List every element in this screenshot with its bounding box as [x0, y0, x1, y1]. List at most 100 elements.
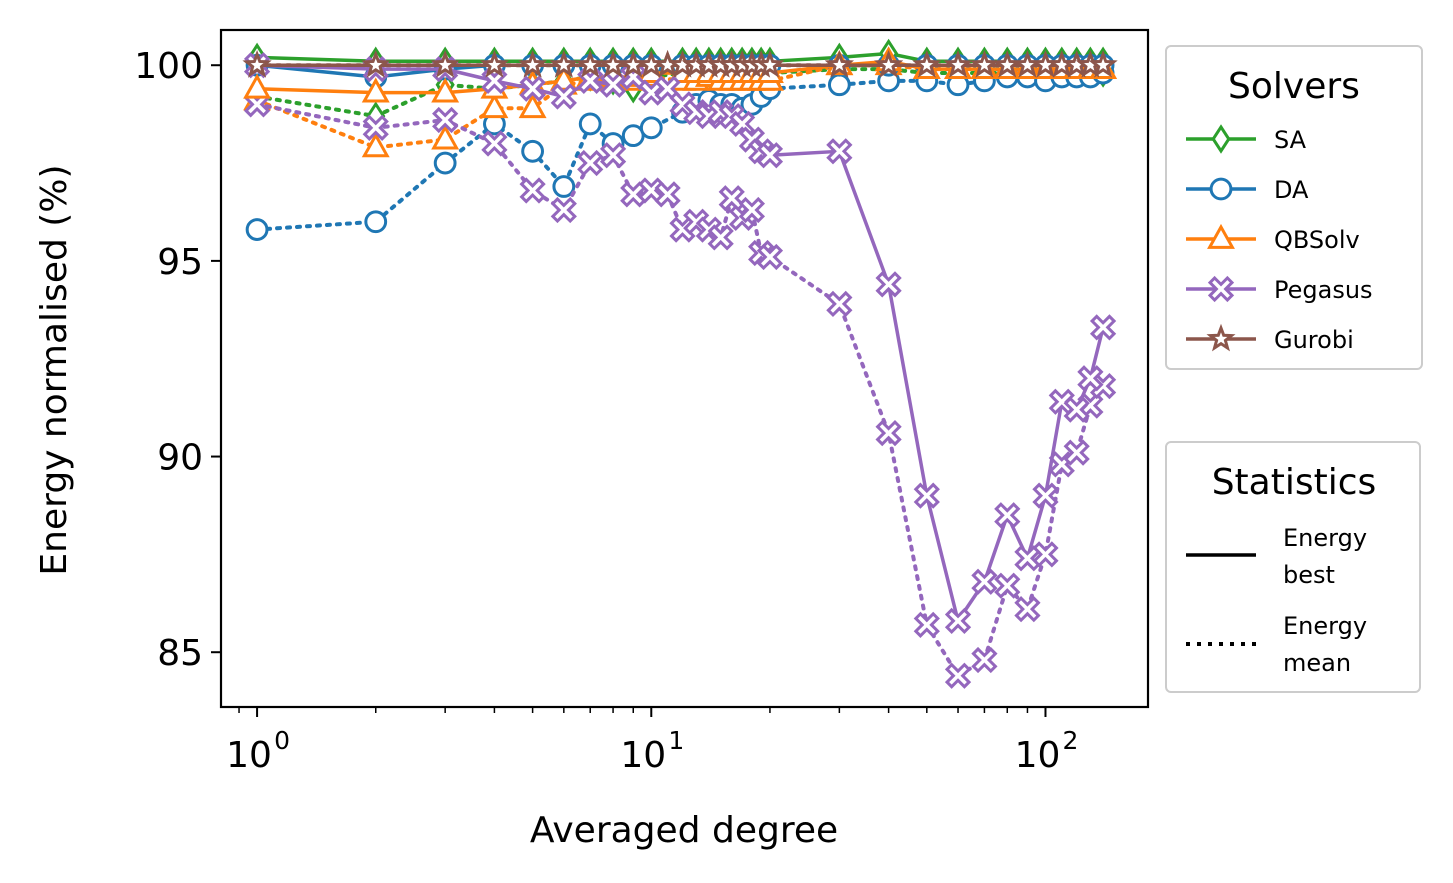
- data-point-pegasus-mean: [1063, 439, 1090, 466]
- legend-statistics-title: Statistics: [1212, 462, 1377, 503]
- legend-stat-mean-line1: Energy: [1283, 612, 1367, 640]
- data-point-pegasus-best: [913, 482, 940, 509]
- data-point-pegasus-best: [756, 142, 784, 169]
- data-point-pegasus-mean: [826, 290, 853, 318]
- data-point-gurobi-best: [479, 49, 509, 78]
- data-point-gurobi-best: [969, 49, 999, 78]
- data-point-gurobi-best: [755, 49, 785, 78]
- series-pegasus-best: [243, 52, 1117, 635]
- data-point-pegasus-best: [550, 83, 577, 110]
- data-point-pegasus-mean: [994, 572, 1021, 599]
- data-point-da-mean: [639, 116, 663, 140]
- data-point-pegasus-mean: [432, 106, 459, 134]
- y-tick-label-90: 90: [157, 438, 203, 479]
- legend-label-sa: SA: [1274, 126, 1307, 154]
- data-point-da-mean: [433, 151, 457, 175]
- data-point-pegasus-mean: [756, 243, 784, 271]
- data-point-da-mean: [578, 112, 602, 136]
- data-point-pegasus-mean: [875, 419, 902, 447]
- legend-statistics: Statistics Energy best Energy mean: [1165, 441, 1421, 693]
- data-point-pegasus-best: [971, 568, 998, 595]
- legend-label-gurobi: Gurobi: [1274, 326, 1354, 354]
- data-point-qbsolv-best: [431, 77, 460, 103]
- data-point-da-mean: [827, 73, 851, 97]
- data-point-pegasus-mean: [707, 224, 734, 251]
- plot-frame: [219, 28, 1150, 709]
- data-point-qbsolv-mean: [480, 93, 509, 119]
- legend-marker-gurobi: [1206, 323, 1236, 352]
- legend-stat-best-line2: best: [1283, 561, 1335, 589]
- legend-marker-da: [1209, 177, 1233, 201]
- data-point-pegasus-best: [826, 138, 853, 165]
- data-point-pegasus-best: [1032, 482, 1059, 509]
- data-point-da-mean: [521, 139, 545, 163]
- x-tick-exponent-1: 0: [274, 726, 290, 755]
- data-point-pegasus-best: [944, 607, 972, 635]
- data-point-qbsolv-best: [243, 73, 272, 99]
- data-point-pegasus-mean: [913, 611, 940, 638]
- x-tick-exponent-10: 1: [668, 726, 684, 755]
- data-point-pegasus-best: [1089, 314, 1117, 341]
- data-point-gurobi-best: [518, 49, 548, 78]
- data-point-pegasus-best: [1014, 545, 1041, 572]
- data-point-pegasus-mean: [944, 662, 972, 689]
- data-point-gurobi-best: [430, 49, 460, 78]
- data-point-pegasus-mean: [550, 196, 577, 224]
- x-axis-label: Averaged degree: [530, 810, 838, 851]
- data-point-pegasus-best: [1063, 396, 1090, 423]
- legend-marker-qbsolv: [1207, 223, 1235, 249]
- series-gurobi-best: [242, 49, 1118, 78]
- data-point-pegasus-mean: [654, 181, 681, 208]
- data-point-qbsolv-mean: [431, 124, 460, 150]
- data-point-da-mean: [552, 175, 576, 198]
- data-point-gurobi-best: [824, 49, 854, 78]
- data-point-gurobi-best: [549, 49, 579, 78]
- data-point-gurobi-best: [943, 49, 973, 78]
- series-pegasus-mean: [243, 91, 1117, 689]
- data-point-gurobi-best: [575, 49, 605, 78]
- y-axis-label: Energy normalised (%): [34, 164, 75, 575]
- legend-label-qbsolv: QBSolv: [1274, 226, 1360, 254]
- x-tick-label-1: 10: [226, 735, 272, 776]
- data-point-pegasus-mean: [1014, 596, 1041, 623]
- legend-stat-best-line1: Energy: [1283, 524, 1367, 552]
- data-point-pegasus-best: [1077, 365, 1104, 392]
- data-point-pegasus-best: [875, 271, 902, 298]
- data-point-pegasus-mean: [738, 196, 766, 224]
- data-point-pegasus-best: [994, 502, 1021, 529]
- data-point-gurobi-best: [361, 49, 391, 78]
- data-point-qbsolv-best: [361, 77, 390, 103]
- data-point-gurobi-best: [874, 49, 904, 78]
- data-point-gurobi-best: [1088, 49, 1118, 78]
- legend-label-pegasus: Pegasus: [1274, 276, 1373, 304]
- y-tick-label-85: 85: [157, 633, 203, 674]
- y-tick-label-100: 100: [134, 46, 203, 87]
- data-point-qbsolv-mean: [518, 93, 547, 119]
- data-point-pegasus-best: [519, 75, 546, 102]
- data-point-da-mean: [364, 210, 388, 234]
- legend-statistics-frame: [1165, 441, 1421, 693]
- data-point-da-mean: [245, 218, 269, 241]
- data-point-pegasus-mean: [1032, 541, 1059, 568]
- data-point-gurobi-best: [242, 49, 272, 78]
- legend-marker-pegasus: [1207, 275, 1235, 303]
- legend-label-da: DA: [1274, 176, 1309, 204]
- data-point-pegasus-mean: [577, 149, 604, 177]
- x-tick-exponent-100: 2: [1063, 726, 1079, 755]
- data-point-pegasus-mean: [599, 142, 627, 169]
- data-point-pegasus-mean: [362, 114, 389, 141]
- y-tick-label-95: 95: [157, 242, 203, 283]
- x-tick-label-10: 10: [620, 735, 666, 776]
- legend-solvers-title: Solvers: [1228, 66, 1360, 107]
- legend-marker-sa: [1211, 124, 1231, 154]
- legend-stat-mean-line2: mean: [1283, 649, 1351, 677]
- data-point-gurobi-best: [912, 49, 942, 78]
- data-point-pegasus-mean: [971, 646, 998, 674]
- data-point-qbsolv-mean: [361, 132, 390, 158]
- data-point-pegasus-mean: [519, 177, 546, 204]
- plot-area: [242, 38, 1118, 689]
- data-point-pegasus-mean: [481, 130, 508, 157]
